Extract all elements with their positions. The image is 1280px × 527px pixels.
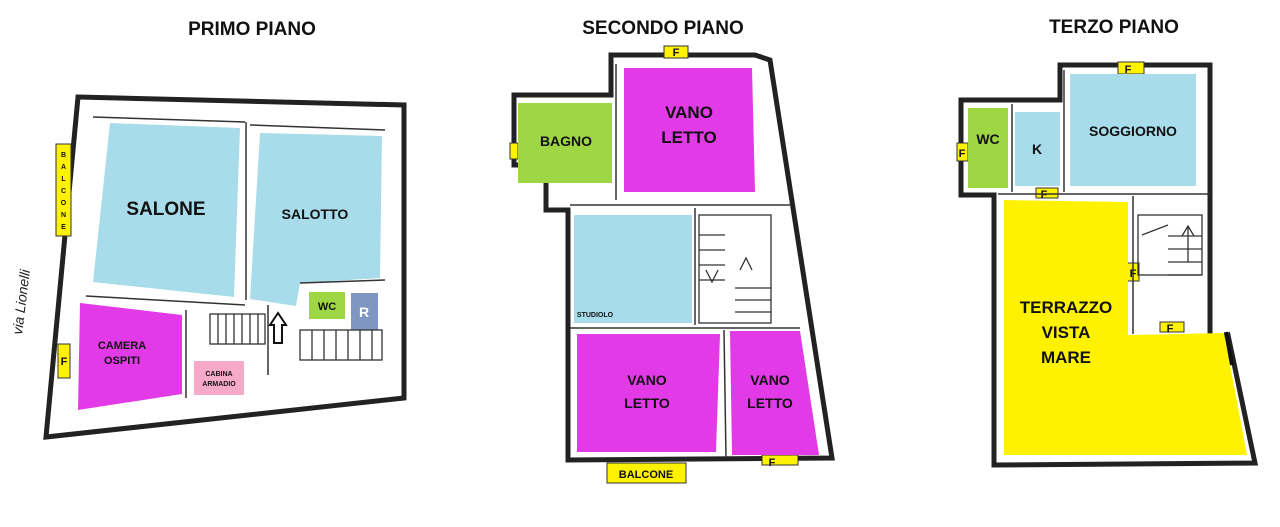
balcone-label: B A L C O N E (61, 152, 67, 231)
room-bagno (518, 103, 612, 183)
window-mark (509, 142, 519, 160)
room-vano-letto-2 (577, 334, 720, 452)
room-label-vano3-l1: VANO (750, 372, 790, 388)
outer-wall (958, 62, 1259, 468)
window-mark (57, 343, 71, 379)
floor-primo-piano: PRIMO PIANO B A L C O N E via Lionelli S… (9, 19, 407, 440)
room-label-vano1-l2: LETTO (661, 128, 716, 147)
balcone-strip (55, 143, 72, 237)
room-label-soggiorno: SOGGIORNO (1089, 123, 1177, 139)
svg-text:C: C (61, 188, 66, 195)
room-salone (93, 123, 240, 297)
room-label-wc: WC (318, 301, 336, 313)
interior-walls (85, 116, 386, 398)
room-label-terrazzo-l1: TERRAZZO (1020, 298, 1113, 317)
window-mark-label: F (769, 457, 776, 469)
room-label-cabina-l1: CABINA (205, 371, 232, 378)
staircase (698, 214, 772, 324)
outer-wall (43, 94, 407, 440)
entrance-arrow-icon (268, 311, 288, 344)
room-label-vano1-l1: VANO (665, 103, 713, 122)
floor-title: SECONDO PIANO (582, 18, 744, 39)
interior-walls (998, 70, 1210, 334)
room-k (1015, 112, 1060, 186)
interior-walls (570, 64, 800, 459)
window-mark (1035, 187, 1059, 199)
room-cabina-armadio (194, 361, 244, 395)
floor-title: PRIMO PIANO (188, 19, 316, 40)
room-label-k: K (1032, 141, 1042, 157)
room-label-salone: SALONE (126, 199, 205, 220)
floor-title: TERZO PIANO (1049, 17, 1179, 38)
balcone-label: BALCONE (619, 469, 673, 481)
room-label-terrazzo-l3: MARE (1041, 348, 1091, 367)
room-label-vano3-l2: LETTO (747, 395, 793, 411)
room-soggiorno (1070, 74, 1196, 186)
balcone (606, 462, 687, 484)
svg-text:N: N (61, 212, 66, 219)
svg-text:A: A (61, 164, 66, 171)
room-label-terrazzo-l2: VISTA (1042, 323, 1091, 342)
window-mark (663, 45, 689, 59)
window-mark-label: F (61, 356, 68, 368)
room-label-vano2-l1: VANO (627, 372, 667, 388)
window-mark (1159, 321, 1185, 333)
window-mark (761, 454, 799, 466)
room-label-cabina-l2: ARMADIO (202, 381, 236, 388)
terrace-railing (1224, 331, 1234, 366)
room-wc (309, 292, 345, 319)
room-label-vano2-l2: LETTO (624, 395, 670, 411)
outer-wall (511, 52, 835, 463)
room-wc (968, 108, 1008, 188)
room-studiolo (574, 215, 692, 323)
room-label-bagno: BAGNO (540, 133, 592, 149)
window-mark-label: F (1125, 64, 1132, 76)
window-mark-label: F (1167, 323, 1174, 335)
room-vano-letto-3 (730, 331, 819, 455)
room-vano-letto-1 (624, 68, 755, 192)
floor-secondo-piano: SECONDO PIANO F F VANO LETTO BAGNO STUDI… (509, 18, 835, 484)
svg-text:E: E (61, 224, 66, 231)
room-label-r: R (359, 304, 369, 320)
room-label-salotto: SALOTTO (282, 206, 349, 222)
staircase (1137, 214, 1203, 276)
room-label-camera-l1: CAMERA (98, 340, 146, 352)
street-label: via Lionelli (9, 268, 33, 336)
window-mark-label: F (1041, 189, 1048, 201)
room-label-camera-l2: OSPITI (104, 355, 140, 367)
room-salotto (250, 133, 382, 306)
window-mark-label: F (673, 47, 680, 59)
svg-text:O: O (61, 200, 67, 207)
room-label-studiolo: STUDIOLO (577, 312, 614, 319)
svg-text:B: B (61, 152, 66, 159)
svg-text:L: L (61, 176, 66, 183)
floor-terzo-piano: TERZO PIANO F F F F F WC K SOGGIORNO TER… (956, 17, 1259, 468)
room-label-wc: WC (976, 131, 999, 147)
staircase (209, 313, 383, 361)
room-r (351, 293, 378, 330)
window-mark-label: F (959, 148, 966, 160)
room-terrazzo-vista-mare (1004, 200, 1247, 455)
room-camera-ospiti (78, 303, 182, 410)
